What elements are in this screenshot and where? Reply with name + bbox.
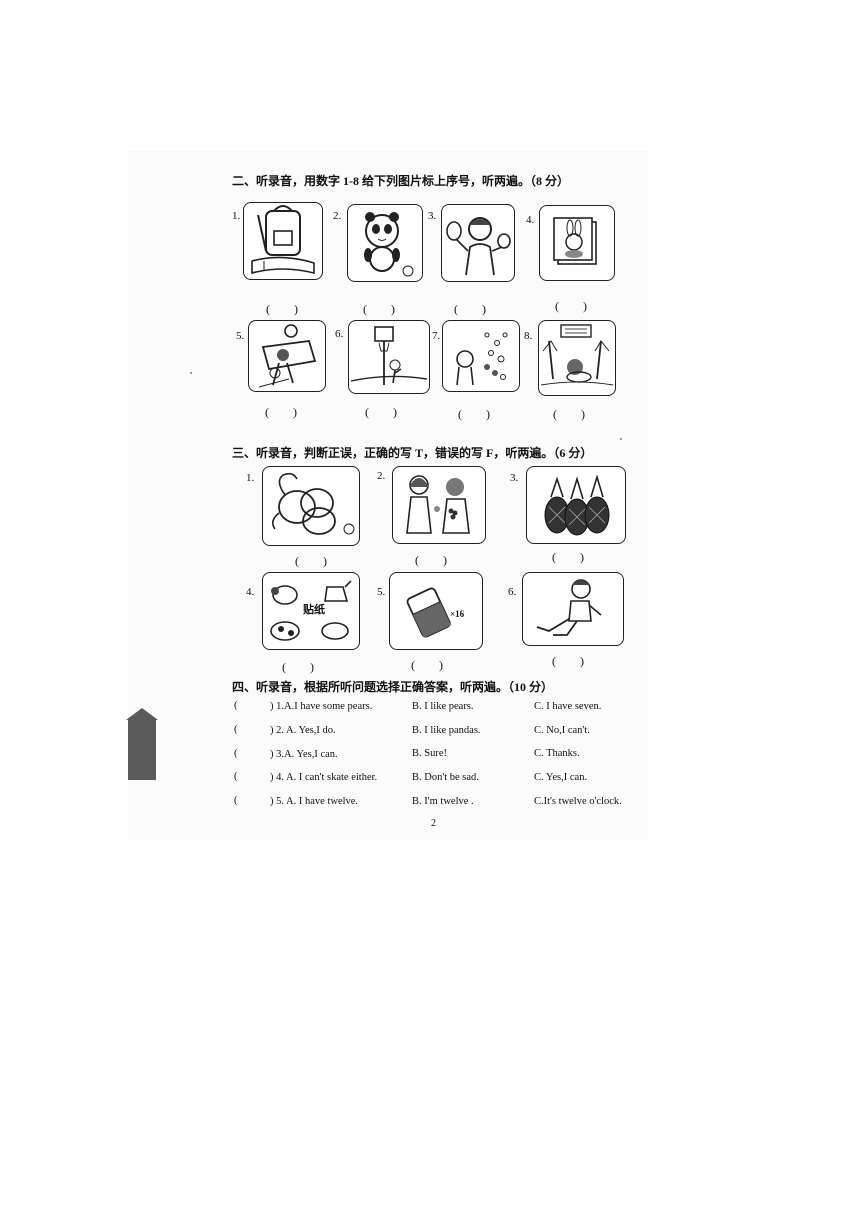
zoo-gate-icon: [540, 324, 614, 386]
s2-picture-4[interactable]: [539, 205, 615, 281]
q4-bracket[interactable]: (: [234, 771, 238, 782]
schoolbag-icon: [251, 205, 315, 275]
s3-picture-6[interactable]: [522, 572, 624, 646]
q1-option-a[interactable]: ) 1.A.I have some pears.: [270, 701, 373, 712]
q3-option-c[interactable]: C. Thanks.: [534, 748, 580, 759]
q4-option-a[interactable]: ) 4. A. I can't skate either.: [270, 772, 378, 783]
s3-num-3: 3.: [510, 472, 519, 484]
s3-answer-5[interactable]: ( ): [411, 658, 443, 672]
s2-num-3: 3.: [428, 210, 437, 222]
s2-num-5: 5.: [236, 330, 245, 342]
animal-stickers-icon: [270, 580, 352, 641]
q4-option-b[interactable]: B. Don't be sad.: [412, 772, 479, 783]
s2-answer-3[interactable]: ( ): [454, 302, 486, 316]
q5-option-a[interactable]: ) 5. A. I have twelve.: [270, 796, 359, 807]
scan-speck: [190, 372, 192, 374]
page-number: 2: [431, 818, 436, 829]
s2-picture-7[interactable]: [442, 320, 520, 392]
boy-sitting-icon: [536, 579, 602, 636]
s2-num-6: 6.: [335, 328, 344, 340]
s3-answer-6[interactable]: ( ): [552, 654, 584, 668]
s2-answer-5[interactable]: ( ): [265, 405, 297, 419]
pineapples-icon: [544, 474, 610, 536]
s3-answer-2[interactable]: ( ): [415, 553, 447, 567]
panda-icon: [364, 212, 414, 277]
s2-picture-6[interactable]: [348, 320, 430, 394]
s3-picture-4[interactable]: 贴纸: [262, 572, 360, 650]
s2-answer-8[interactable]: ( ): [553, 407, 585, 421]
s2-num-2: 2.: [333, 210, 342, 222]
q4-option-c[interactable]: C. Yes,I can.: [534, 772, 588, 783]
scan-speck: [620, 438, 622, 440]
q3-option-b[interactable]: B. Sure!: [412, 748, 447, 759]
q2-option-b[interactable]: B. I like pandas.: [412, 725, 481, 736]
scan-artifact-tab: [126, 708, 158, 780]
q5-option-b[interactable]: B. I'm twelve .: [412, 796, 474, 807]
s3-num-6: 6.: [508, 586, 517, 598]
s2-answer-7[interactable]: ( ): [458, 407, 490, 421]
q3-bracket[interactable]: (: [234, 748, 238, 759]
section2-title: 二、听录音，用数字 1-8 给下列图片标上序号，听两遍。（8 分）: [232, 174, 569, 188]
q2-bracket[interactable]: (: [234, 724, 238, 735]
s3-answer-1[interactable]: ( ): [295, 554, 327, 568]
s3-picture-1[interactable]: [262, 466, 360, 546]
q1-bracket[interactable]: (: [234, 700, 238, 711]
s3-answer-4[interactable]: ( ): [282, 660, 314, 674]
section3-title: 三、听录音，判断正误，正确的写 T，错误的写 F，听两遍。（6 分）: [232, 446, 593, 460]
rabbit-picture-icon: [553, 217, 597, 265]
s3-num-5: 5.: [377, 586, 386, 598]
s2-picture-2[interactable]: [347, 204, 423, 282]
section4-title: 四、听录音，根据所听问题选择正确答案，听两遍。（10 分）: [232, 680, 554, 694]
s2-answer-2[interactable]: ( ): [363, 302, 395, 316]
elephants-icon: [271, 472, 355, 535]
eraser-count-label: ×16: [450, 609, 465, 619]
s2-picture-8[interactable]: [538, 320, 616, 396]
sticker-label: 贴纸: [303, 603, 325, 616]
s2-num-4: 4.: [526, 214, 535, 226]
s3-picture-5[interactable]: ×16: [389, 572, 483, 650]
q1-option-b[interactable]: B. I like pears.: [412, 701, 474, 712]
q2-option-c[interactable]: C. No,I can't.: [534, 725, 590, 736]
s2-picture-3[interactable]: [441, 204, 515, 282]
q5-bracket[interactable]: (: [234, 795, 238, 806]
s3-answer-3[interactable]: ( ): [552, 550, 584, 564]
s2-num-1: 1.: [232, 210, 241, 222]
juggling-bubbles-icon: [456, 332, 508, 386]
s3-picture-2[interactable]: [392, 466, 486, 544]
s2-picture-5[interactable]: [248, 320, 326, 392]
girls-with-grapes-icon: [406, 475, 470, 534]
s2-answer-4[interactable]: ( ): [555, 299, 587, 313]
boy-with-eggs-icon: [446, 217, 511, 276]
s3-picture-3[interactable]: [526, 466, 626, 544]
q5-option-c[interactable]: C.It's twelve o'clock.: [534, 796, 622, 807]
q1-option-c[interactable]: C. I have seven.: [534, 701, 602, 712]
children-climbing-icon: [258, 324, 317, 388]
s3-num-4: 4.: [246, 586, 255, 598]
s2-answer-6[interactable]: ( ): [365, 405, 397, 419]
basketball-hoop-icon: [350, 326, 428, 385]
q2-option-a[interactable]: ) 2. A. Yes,I do.: [270, 725, 336, 736]
s2-num-8: 8.: [524, 330, 533, 342]
s3-num-1: 1.: [246, 472, 255, 484]
s2-num-7: 7.: [432, 330, 441, 342]
s3-num-2: 2.: [377, 470, 386, 482]
s2-picture-1[interactable]: [243, 202, 323, 280]
q3-option-a[interactable]: ) 3.A. Yes,I can.: [270, 749, 338, 760]
eraser-icon: [406, 587, 452, 638]
s2-answer-1[interactable]: ( ): [266, 302, 298, 316]
